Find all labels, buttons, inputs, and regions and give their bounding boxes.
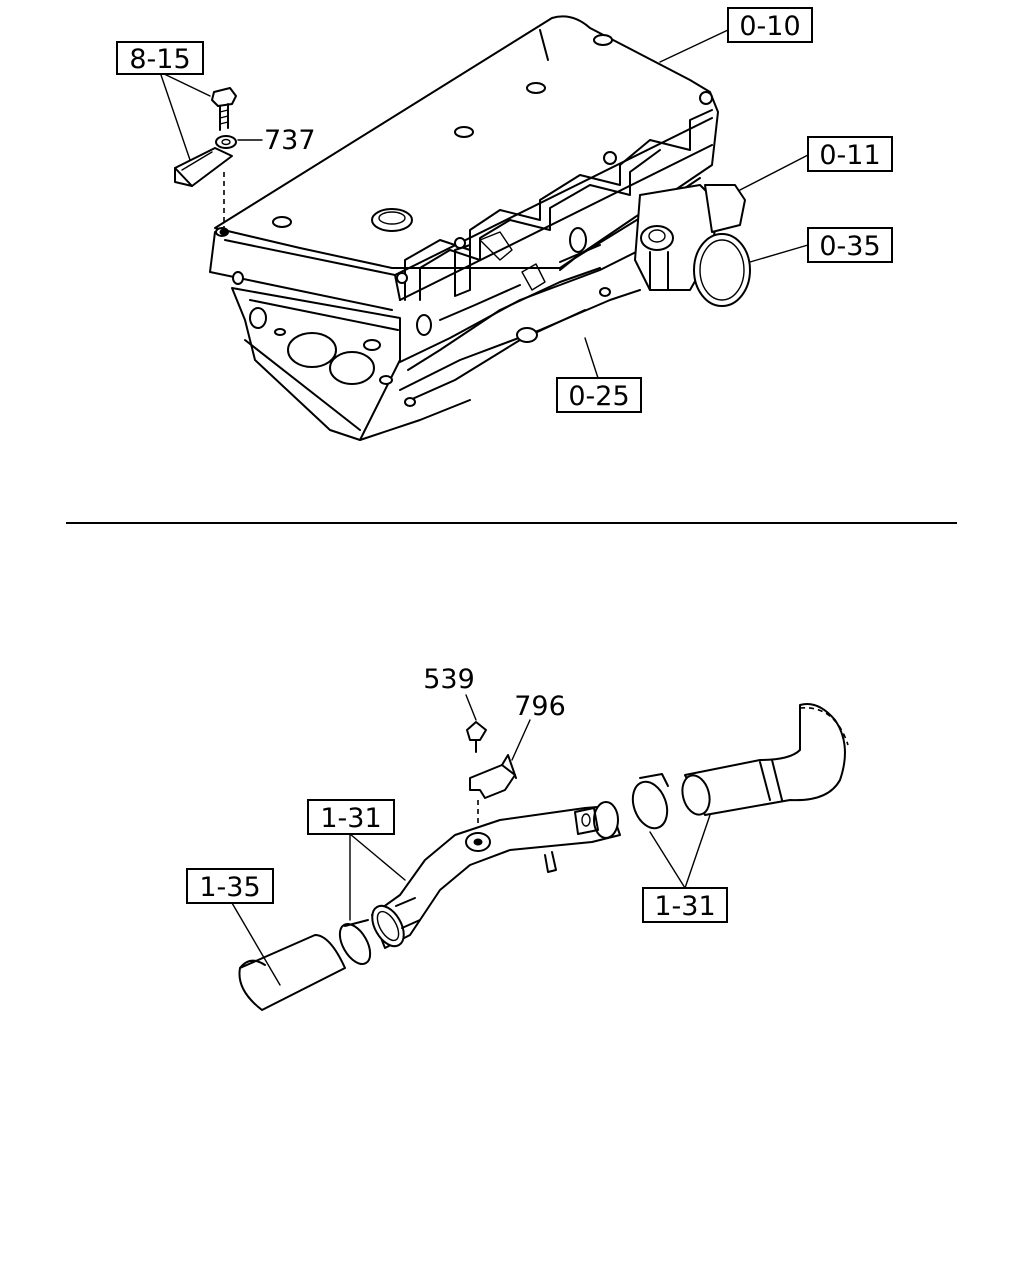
svg-text:0-10: 0-10 (739, 11, 800, 42)
svg-text:0-35: 0-35 (819, 231, 880, 262)
callout-796: 796 (514, 691, 566, 722)
callout-1-35: 1-35 (186, 868, 274, 904)
callout-737: 737 (264, 125, 316, 156)
svg-text:0-11: 0-11 (819, 140, 880, 171)
svg-text:539: 539 (423, 664, 475, 695)
svg-text:1-35: 1-35 (199, 872, 260, 903)
bolt-washer-clip-parts (174, 87, 237, 236)
callout-0-11: 0-11 (807, 136, 893, 172)
svg-text:0-25: 0-25 (568, 381, 629, 412)
callout-1-31-right: 1-31 (642, 887, 728, 923)
callout-1-31-left: 1-31 (307, 799, 395, 835)
callout-0-25: 0-25 (556, 377, 642, 413)
upper-leader-lines (159, 29, 809, 379)
callout-539: 539 (423, 664, 475, 695)
intake-duct-illustration (238, 703, 849, 1011)
cylinder-head-illustration (209, 15, 751, 441)
svg-text:1-31: 1-31 (320, 803, 381, 834)
lower-leader-lines (231, 694, 711, 986)
svg-text:1-31: 1-31 (654, 891, 715, 922)
svg-text:8-15: 8-15 (129, 44, 190, 75)
callout-0-10: 0-10 (727, 7, 813, 43)
svg-text:737: 737 (264, 125, 316, 156)
callout-0-35: 0-35 (807, 227, 893, 263)
svg-text:796: 796 (514, 691, 566, 722)
callout-8-15: 8-15 (116, 41, 204, 75)
